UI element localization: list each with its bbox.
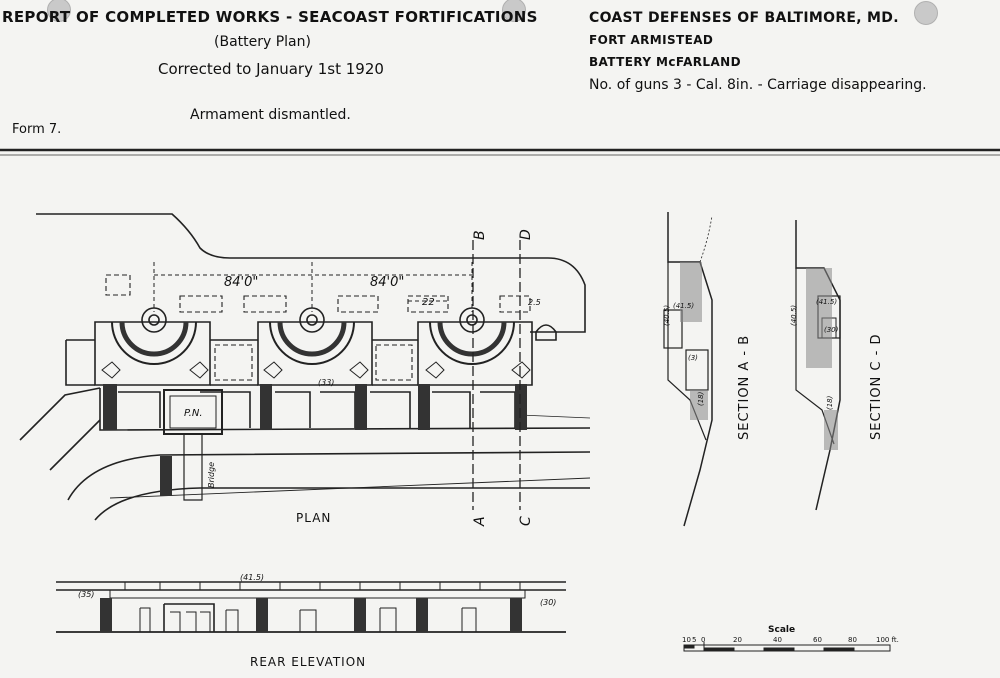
plan-label: PLAN: [296, 511, 331, 525]
ab-elev-3: (3): [688, 354, 698, 362]
punch-hole: [47, 0, 71, 22]
section-cd-label: SECTION C - D: [869, 334, 884, 440]
cd-elev-3: (30): [824, 326, 839, 334]
punch-hole: [502, 0, 526, 22]
report-title: REPORT OF COMPLETED WORKS - SEACOAST FOR…: [2, 8, 538, 26]
battery-plan: [19, 213, 591, 521]
ab-elev-4: (18): [697, 391, 705, 406]
scale-tick-40: 40: [773, 636, 782, 644]
scale-tick-100: 100 ft.: [876, 636, 899, 644]
rear-elevation-drawing: [56, 581, 566, 633]
elev-top: (41.5): [240, 573, 264, 582]
section-a-marker: A: [472, 516, 488, 527]
scale-label: Scale: [768, 625, 795, 635]
report-subtitle: (Battery Plan): [214, 34, 311, 50]
elevation-pillars: [100, 598, 522, 632]
cd-elev-4: (18): [826, 395, 834, 410]
fort-name: FORT ARMISTEAD: [589, 33, 714, 47]
corrected-date: Corrected to January 1st 1920: [158, 60, 384, 78]
elev-33: (33): [318, 378, 334, 387]
guns-description: No. of guns 3 - Cal. 8in. - Carriage dis…: [589, 77, 927, 93]
dim-small: 22: [422, 297, 435, 308]
scale-tick-10: 10: [682, 636, 691, 644]
coast-defenses-name: COAST DEFENSES OF BALTIMORE, MD.: [589, 10, 899, 26]
ab-elev-2: (40.5): [663, 305, 671, 326]
section-ab-label: SECTION A - B: [737, 335, 752, 440]
scale-bar: [683, 642, 891, 652]
dim-right: 84'0": [370, 275, 404, 290]
scale-tick-20: 20: [733, 636, 742, 644]
section-ab-drawing: [663, 212, 713, 527]
section-c-marker: C: [518, 516, 534, 526]
section-cd-drawing: [795, 220, 841, 511]
pn-label: P.N.: [184, 408, 203, 419]
ab-elev-1: (41.5): [673, 302, 694, 310]
scale-tick-80: 80: [848, 636, 857, 644]
emplacement-3: [417, 307, 557, 386]
dim-small2: 2.5: [528, 298, 541, 307]
form-number: Form 7.: [12, 122, 62, 137]
battery-name: BATTERY McFARLAND: [589, 55, 741, 69]
punch-hole: [914, 1, 938, 25]
armament-status: Armament dismantled.: [190, 107, 351, 123]
bridge-label: Bridge: [207, 462, 216, 488]
rear-elevation-label: REAR ELEVATION: [250, 655, 366, 669]
cd-elev-2: (40.5): [790, 305, 798, 326]
emplacement-2: [257, 307, 373, 386]
dim-left: 84'0": [224, 275, 258, 290]
scale-tick-0: 0: [701, 636, 705, 644]
elev-right: (30): [540, 598, 556, 607]
elev-left: (35): [78, 590, 94, 599]
emplacement-1: [94, 307, 211, 386]
cd-elev-1: (41.5): [816, 298, 837, 306]
section-d-marker: D: [518, 229, 534, 240]
scale-tick-5: 5: [692, 636, 696, 644]
scale-tick-60: 60: [813, 636, 822, 644]
section-b-marker: B: [472, 230, 488, 240]
